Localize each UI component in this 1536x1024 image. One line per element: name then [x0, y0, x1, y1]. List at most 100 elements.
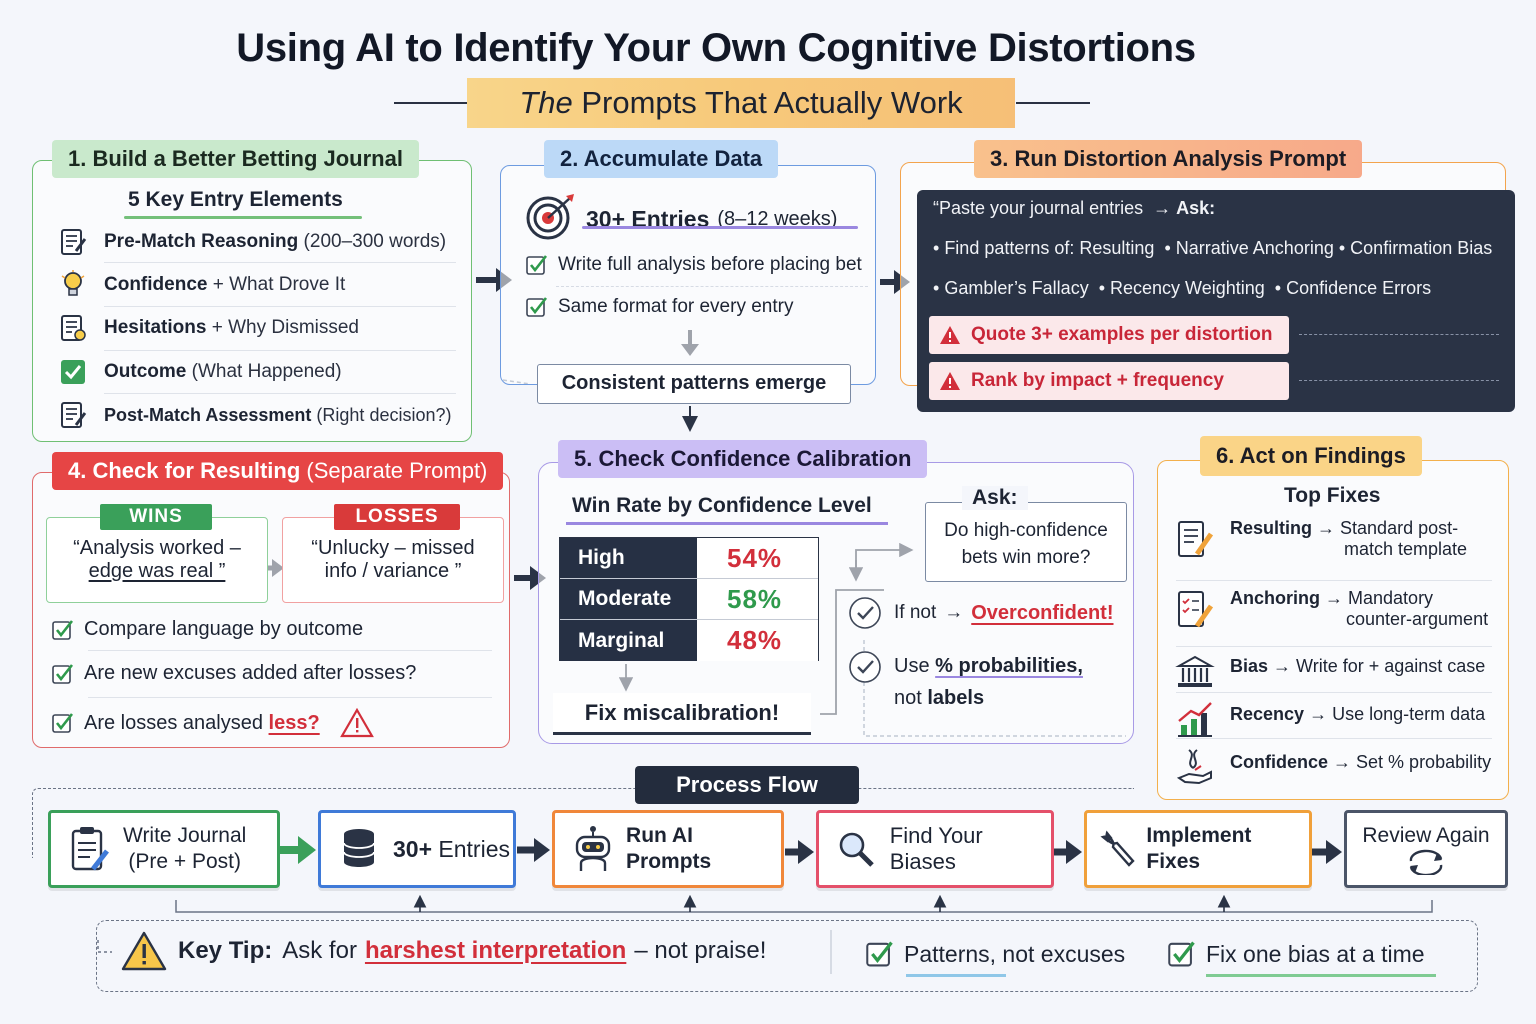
row-divider: [104, 350, 456, 351]
check-item: Write full analysis before placing bet: [526, 254, 862, 276]
tip-underline: [1206, 974, 1436, 977]
win-rate: 58%: [697, 579, 818, 619]
check-text: Are losses analysed: [84, 711, 263, 734]
flow-arrowhead-3: [798, 840, 814, 864]
process-flow-frame: [32, 788, 1134, 858]
flow-arrowhead-4: [1066, 840, 1082, 864]
subtitle-banner: The Prompts That Actually Work: [394, 78, 1090, 128]
use-probabilities-row: Use % probabilities, not labels: [848, 650, 1083, 714]
win-rate-underline: [566, 522, 888, 525]
row-divider: [1176, 692, 1492, 693]
flow-step-title: Entries: [438, 836, 510, 862]
fix-text: Standard post-: [1340, 518, 1459, 538]
distortion-anchoring: Narrative Anchoring: [1175, 238, 1334, 258]
check-emphasis: less?: [268, 711, 320, 734]
win-rate-heading: Win Rate by Confidence Level: [572, 494, 872, 517]
panel-6-title: 6. Act on Findings: [1200, 436, 1422, 476]
panel-5-number: 5.: [574, 446, 593, 471]
flow-step-title: Implement Fixes: [1146, 824, 1252, 873]
prompt-intro: “Paste your journal entries: [933, 198, 1144, 218]
panel-2-number: 2.: [560, 146, 579, 171]
panel-1-title-text: Build a Better Betting Journal: [92, 146, 403, 171]
subtitle-em: The: [519, 85, 573, 120]
warning-icon: [940, 372, 960, 390]
if-not-text: If not: [894, 602, 937, 623]
distortion-confidence: Confidence Errors: [1286, 278, 1432, 298]
row-detail: (Right decision?): [316, 404, 452, 425]
use-emphasis: % probabilities,: [935, 655, 1083, 677]
panel-1-title: 1. Build a Better Betting Journal: [52, 140, 419, 178]
page-title: Using AI to Identify Your Own Cognitive …: [236, 26, 1196, 70]
flow-step-find-biases: Find Your Biases: [816, 810, 1054, 888]
notes-icon: [54, 313, 92, 343]
fix-item: Recency → Use long-term data: [1172, 698, 1485, 742]
win-rate: 48%: [697, 620, 818, 661]
fix-label: Resulting: [1230, 518, 1313, 538]
tip-divider: [830, 930, 832, 974]
warning-text: Rank by impact + frequency: [971, 370, 1224, 391]
top-fixes-heading: Top Fixes: [1284, 484, 1381, 507]
check-circle-icon: [849, 651, 881, 683]
panel-1-subtitle: 5 Key Entry Elements: [128, 188, 343, 211]
subtitle: The Prompts That Actually Work: [467, 78, 1015, 128]
key-tip-text: – not praise!: [634, 937, 767, 964]
fix-text: match template: [1344, 539, 1468, 559]
panel-2-title: 2. Accumulate Data: [544, 140, 779, 178]
fix-item: Bias → Write for + against case: [1172, 650, 1485, 694]
flow-step-title: Find Your Biases: [889, 823, 983, 874]
row-detail: Why Dismissed: [228, 317, 359, 338]
checkbox-icon: [526, 255, 548, 275]
panel-4-number: 4.: [68, 458, 87, 483]
tip-check-item: Patterns, not excuses: [866, 940, 1125, 968]
warning-icon: [339, 708, 374, 738]
prompt-text: Find patterns of:: [944, 238, 1075, 258]
growth-chart-icon: [1172, 698, 1218, 742]
fix-label: Recency: [1230, 704, 1305, 724]
tip-check-item: Fix one bias at a time: [1168, 940, 1425, 968]
use-emphasis: labels: [927, 687, 985, 709]
clipboard-pen-icon: [63, 823, 115, 875]
key-tip-text: Ask for: [282, 937, 357, 964]
panel-3-title: 3. Run Distortion Analysis Prompt: [974, 140, 1363, 178]
panel-1-subtitle-underline: [124, 216, 362, 219]
row-label: Confidence: [104, 274, 208, 295]
tip-underline: [906, 974, 1006, 977]
panel-6-number: 6.: [1216, 443, 1235, 468]
row-plus: +: [212, 274, 224, 295]
fix-label: Anchoring: [1230, 588, 1320, 608]
check-text: Write full analysis before placing bet: [558, 254, 862, 275]
check-text: Fix one bias at a time: [1206, 940, 1425, 967]
check-circle-icon: [849, 597, 881, 629]
flow-arrowhead-5: [1326, 840, 1342, 864]
notepad-icon: [54, 227, 92, 257]
check-text: Patterns, not excuses: [904, 940, 1126, 967]
confidence-level: High: [560, 538, 697, 578]
warning-icon: [121, 931, 167, 971]
panel-act-on-findings: [1157, 460, 1509, 800]
fix-text: Write for + against case: [1296, 656, 1486, 676]
journal-element-row: Outcome (What Happened): [54, 352, 464, 392]
wins-tag: WINS: [100, 504, 212, 530]
panel-3-title-text: Run Distortion Analysis Prompt: [1014, 146, 1347, 171]
checkbox-icon: [866, 941, 893, 967]
prompt-box: “Paste your journal entries → Ask: • Fin…: [917, 190, 1515, 412]
panel-2-title-text: Accumulate Data: [583, 146, 763, 171]
wins-quote-line: edge was real ”: [88, 560, 226, 582]
fix-text: counter-argument: [1346, 609, 1489, 629]
journal-element-row: Post-Match Assessment (Right decision?): [54, 395, 464, 435]
subtitle-rest: Prompts That Actually Work: [581, 85, 963, 120]
entries-goal: 30+ Entries (8–12 weeks): [522, 192, 837, 246]
database-icon: [333, 823, 385, 875]
checkbox-icon: [52, 663, 74, 684]
distortion-recency: Recency Weighting: [1110, 278, 1265, 298]
ask-text-line: bets win more?: [961, 547, 1091, 568]
fix-text: Set % probability: [1356, 752, 1492, 772]
row-divider: [88, 697, 492, 698]
row-label: Outcome: [104, 361, 187, 382]
fix-label: Bias: [1230, 656, 1269, 676]
flow-step-write-journal: Write Journal(Pre + Post): [48, 810, 280, 888]
